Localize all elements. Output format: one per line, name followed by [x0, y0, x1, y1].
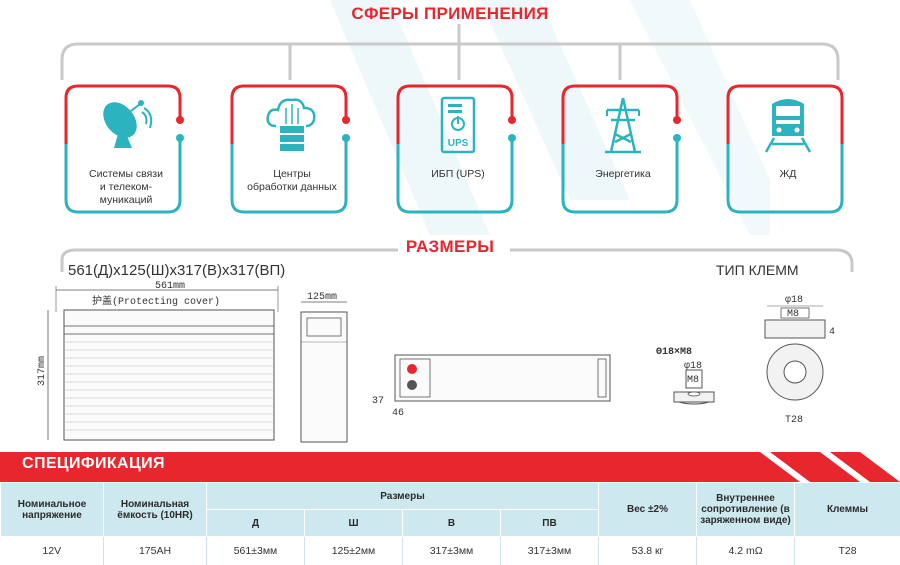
cell-height: 317±3мм: [402, 536, 501, 565]
terminal-type-title: ТИП КЛЕММ: [716, 262, 799, 278]
application-label: Системы связи и телеком- муникаций: [89, 168, 163, 206]
svg-text:UPS: UPS: [448, 138, 469, 149]
application-card-telecom: Системы связи и телеком- муникаций: [60, 80, 192, 220]
ups-icon: UPS: [440, 96, 476, 154]
length-label: 561mm: [155, 281, 185, 292]
bolt-label: Θ18×M8: [656, 347, 692, 358]
application-label: ЖД: [779, 168, 797, 180]
cloud-server-icon: [266, 98, 316, 151]
bolt-m-label: M8: [687, 375, 699, 386]
bolt-phi-label: φ18: [684, 361, 702, 372]
front-view-drawing: 561mm 护盖(Protecting cover) 317mm: [37, 281, 279, 441]
spec-table: Номинальное напряжение Номинальная ёмкос…: [0, 482, 900, 565]
header-terminals: Клеммы: [794, 482, 900, 537]
dimensions-summary: 561(Д)x125(Ш)x317(В)x317(ВП): [68, 262, 286, 279]
cell-weight: 53.8 кг: [598, 536, 697, 565]
application-card-datacenter: Центры обработки данных: [226, 80, 358, 220]
cell-terminals: T28: [794, 536, 900, 565]
power-tower-icon: [605, 97, 641, 154]
side-view-drawing: 125mm: [300, 292, 348, 443]
header-width: Ш: [304, 509, 403, 537]
dimensions-title: РАЗМЕРЫ: [405, 237, 495, 256]
header-weight: Вес ±2%: [598, 482, 697, 537]
header-length: Д: [206, 509, 305, 537]
cell-total-height: 317±3мм: [500, 536, 599, 565]
cell-capacity: 175AH: [103, 536, 207, 565]
applications-title: СФЕРЫ ПРИМЕНЕНИЯ: [351, 4, 549, 23]
height-label: 317mm: [37, 356, 48, 386]
terminal-offset-label: 46: [392, 408, 404, 419]
top-view-drawing: 37 46: [372, 354, 611, 419]
application-card-ups: UPS ИБП (UPS): [392, 80, 524, 220]
terminal-phi-label: φ18: [785, 295, 803, 306]
terminal-type-label: T28: [785, 415, 803, 426]
cell-resistance: 4.2 mΩ: [696, 536, 795, 565]
bolt-drawing: Θ18×M8 φ18 M8: [656, 347, 715, 405]
satellite-dish-icon: [103, 100, 153, 148]
terminal-t28-drawing: φ18 M8 4 T28: [764, 295, 835, 426]
terminal-h-label: 4: [829, 327, 835, 338]
application-label: Энергетика: [595, 168, 651, 180]
cell-width: 125±2мм: [304, 536, 403, 565]
application-label: ИБП (UPS): [431, 168, 485, 180]
header-total-height: ПВ: [500, 509, 599, 537]
table-row: 12V 175AH 561±3мм 125±2мм 317±3мм 317±3м…: [0, 536, 900, 565]
cell-length: 561±3мм: [206, 536, 305, 565]
application-label: Центры обработки данных: [247, 168, 337, 193]
header-voltage: Номинальное напряжение: [0, 482, 104, 537]
spec-title-bar: [0, 452, 900, 482]
spec-title: СПЕЦИФИКАЦИЯ: [22, 455, 165, 472]
header-height: В: [402, 509, 501, 537]
header-dimensions: Размеры: [206, 482, 599, 510]
cover-label: 护盖(Protecting cover): [92, 294, 220, 308]
application-card-railway: ЖД: [722, 80, 854, 220]
cell-voltage: 12V: [0, 536, 104, 565]
header-resistance: Внутреннее сопротивление (в заряженном в…: [696, 482, 795, 537]
header-capacity: Номинальная ёмкость (10HR): [103, 482, 207, 537]
terminal-m-label: M8: [787, 309, 799, 320]
width-label: 125mm: [307, 292, 337, 303]
application-card-energy: Энергетика: [557, 80, 689, 220]
terminal-height-label: 37: [372, 396, 384, 407]
train-icon: [764, 99, 812, 153]
